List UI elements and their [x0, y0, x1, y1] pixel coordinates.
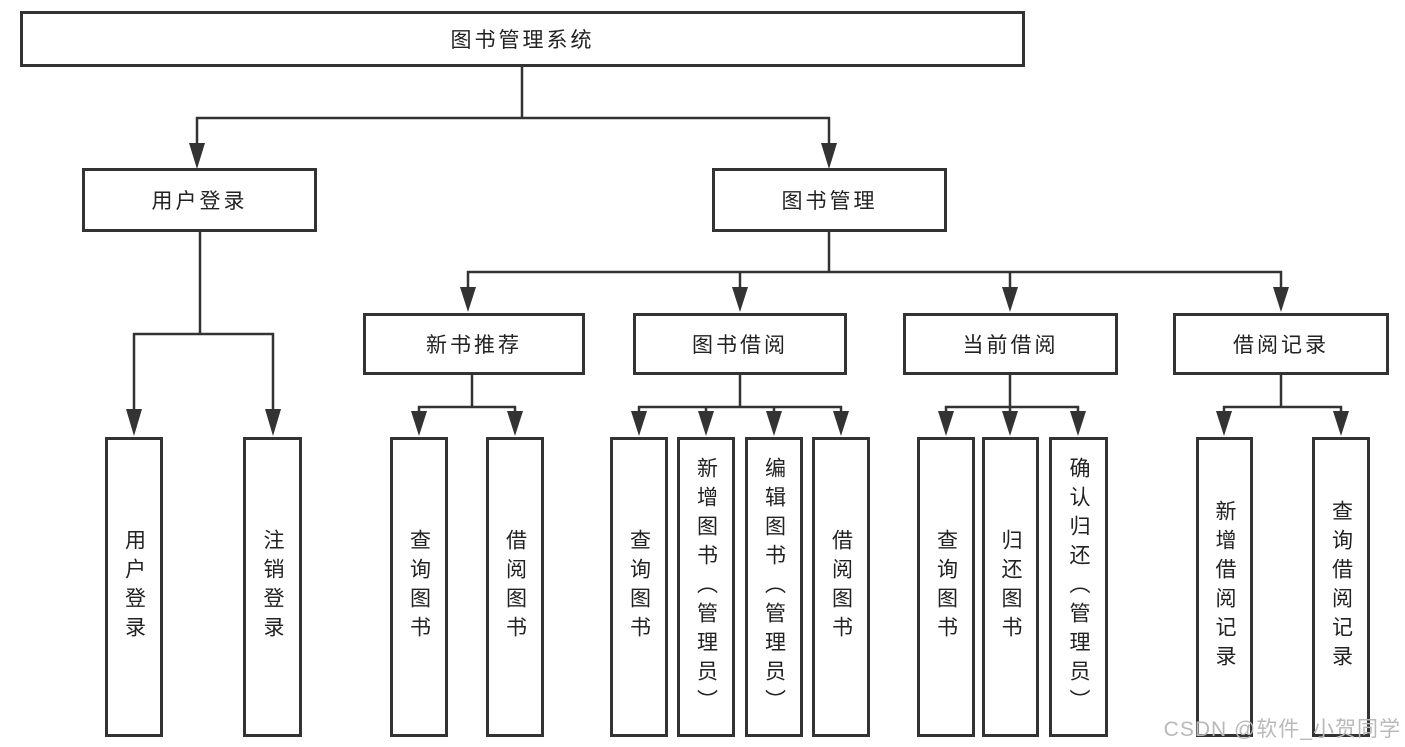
connector-borrow-records-children	[1216, 375, 1349, 436]
leaf-query-books-current-label: 查询图书	[934, 529, 958, 645]
leaf-logout: 注销登录	[243, 437, 302, 737]
leaf-query-books-current: 查询图书	[917, 437, 975, 737]
leaf-confirm-return-admin-label: 确认归还（管理员）	[1067, 456, 1091, 718]
connector-root-to-level2	[189, 67, 837, 169]
leaf-add-borrow-record: 新增借阅记录	[1196, 437, 1253, 737]
node-root: 图书管理系统	[20, 11, 1025, 67]
leaf-borrow-books-label: 借阅图书	[829, 529, 853, 645]
node-borrow-records: 借阅记录	[1173, 313, 1389, 375]
leaf-query-books-recommend: 查询图书	[390, 437, 448, 737]
connector-user-login-children	[126, 232, 281, 436]
leaf-query-books-borrow: 查询图书	[610, 437, 668, 737]
node-user-login: 用户登录	[82, 168, 317, 232]
leaf-user-login: 用户登录	[105, 437, 163, 737]
leaf-borrow-books-recommend: 借阅图书	[486, 437, 544, 737]
node-book-borrow: 图书借阅	[633, 313, 847, 375]
leaf-edit-book-admin-label: 编辑图书（管理员）	[762, 456, 786, 718]
leaf-return-book: 归还图书	[982, 437, 1039, 737]
leaf-return-book-label: 归还图书	[999, 529, 1023, 645]
leaf-query-borrow-record: 查询借阅记录	[1312, 437, 1370, 737]
connector-new-book-children	[411, 375, 523, 436]
leaf-borrow-books: 借阅图书	[812, 437, 870, 737]
leaf-add-book-admin: 新增图书（管理员）	[677, 437, 735, 737]
leaf-query-books-borrow-label: 查询图书	[627, 529, 651, 645]
leaf-edit-book-admin: 编辑图书（管理员）	[745, 437, 803, 737]
node-current-borrow: 当前借阅	[903, 313, 1118, 375]
node-book-management: 图书管理	[712, 168, 947, 232]
connector-book-borrow-children	[631, 375, 849, 436]
leaf-query-borrow-record-label: 查询借阅记录	[1329, 500, 1353, 674]
leaf-borrow-books-recommend-label: 借阅图书	[503, 529, 527, 645]
node-new-book-recommend: 新书推荐	[363, 313, 585, 375]
connector-current-borrow-children	[938, 375, 1086, 436]
leaf-query-books-recommend-label: 查询图书	[407, 529, 431, 645]
connector-book-management-sections	[460, 232, 1289, 312]
leaf-user-login-label: 用户登录	[122, 529, 146, 645]
leaf-add-book-admin-label: 新增图书（管理员）	[694, 456, 718, 718]
leaf-logout-label: 注销登录	[261, 529, 285, 645]
leaf-confirm-return-admin: 确认归还（管理员）	[1049, 437, 1108, 737]
leaf-add-borrow-record-label: 新增借阅记录	[1213, 500, 1237, 674]
